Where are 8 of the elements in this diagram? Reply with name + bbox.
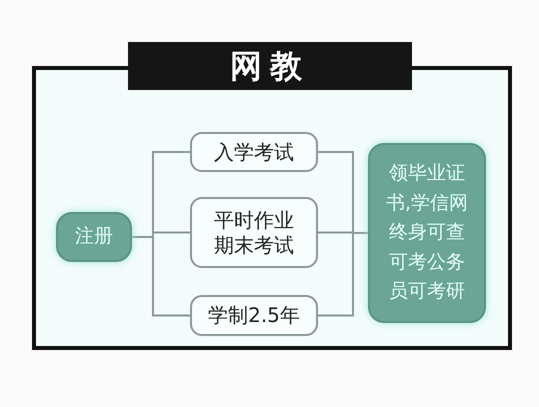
rounded-box: 注册 (56, 212, 132, 262)
step-box: 入学考试 (190, 132, 318, 172)
step-box: 平时作业期末考试 (190, 197, 318, 268)
rounded-box: 领毕业证书,学信网终身可查可考公务员可考研 (368, 143, 486, 323)
connector-line (318, 232, 368, 316)
connector-line (132, 236, 190, 316)
title-banner: 网教 (128, 42, 412, 90)
step-box: 学制2.5年 (190, 295, 318, 336)
